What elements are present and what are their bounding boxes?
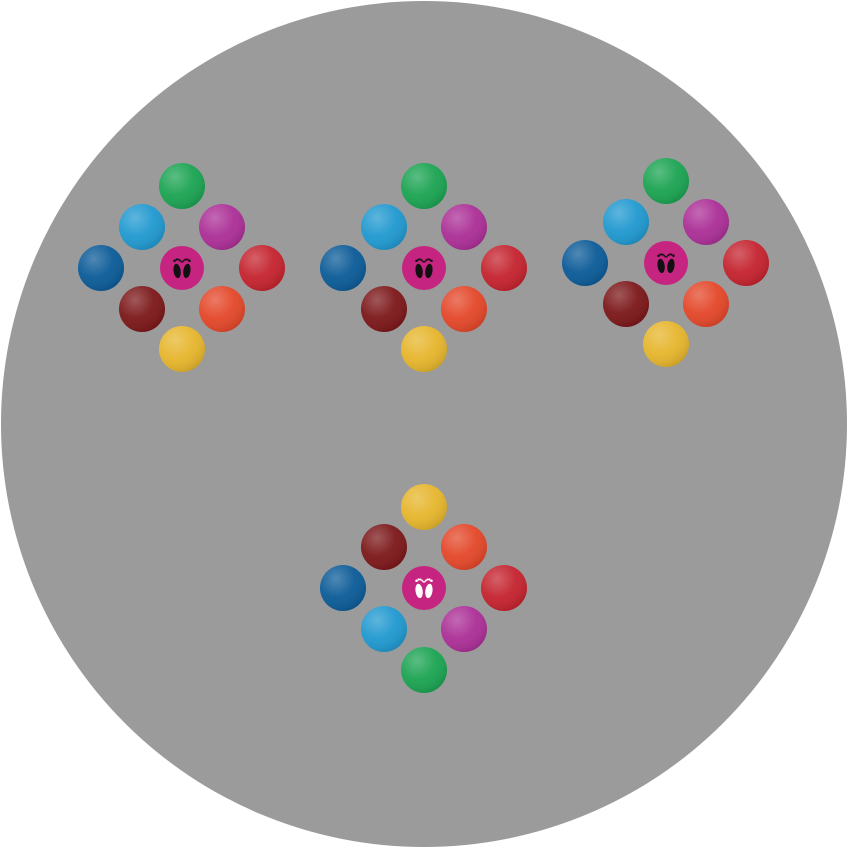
spot-green [401, 647, 447, 693]
spot-red [239, 245, 285, 291]
spot-maroon [361, 286, 407, 332]
spot-orange [441, 524, 487, 570]
spot-light-blue [361, 606, 407, 652]
spot-orange [441, 286, 487, 332]
spot-yellow [401, 484, 447, 530]
spot-maroon [603, 281, 649, 327]
clusters-layer [78, 158, 769, 693]
spot-red [481, 245, 527, 291]
spot-red [723, 240, 769, 286]
spot-green [401, 163, 447, 209]
spot-magenta [441, 606, 487, 652]
spot-dark-blue [320, 245, 366, 291]
spot-dark-blue [320, 565, 366, 611]
center-spot [402, 566, 446, 610]
center-spot [644, 241, 688, 285]
spot-maroon [361, 524, 407, 570]
spot-magenta [683, 199, 729, 245]
spot-yellow [643, 321, 689, 367]
spot-dark-blue [562, 240, 608, 286]
center-spot [160, 246, 204, 290]
spot-red [481, 565, 527, 611]
spot-yellow [159, 326, 205, 372]
spot-yellow [401, 326, 447, 372]
center-spot [402, 246, 446, 290]
spot-magenta [441, 204, 487, 250]
spot-orange [199, 286, 245, 332]
spot-maroon [119, 286, 165, 332]
spot-light-blue [361, 204, 407, 250]
spot-orange [683, 281, 729, 327]
spot-light-blue [603, 199, 649, 245]
cluster-top-right [562, 158, 769, 367]
cluster-top-middle [320, 163, 527, 372]
spot-magenta [199, 204, 245, 250]
spot-dark-blue [78, 245, 124, 291]
spot-light-blue [119, 204, 165, 250]
spot-green [643, 158, 689, 204]
cluster-bottom [320, 484, 527, 693]
spot-green [159, 163, 205, 209]
cluster-top-left [78, 163, 285, 372]
